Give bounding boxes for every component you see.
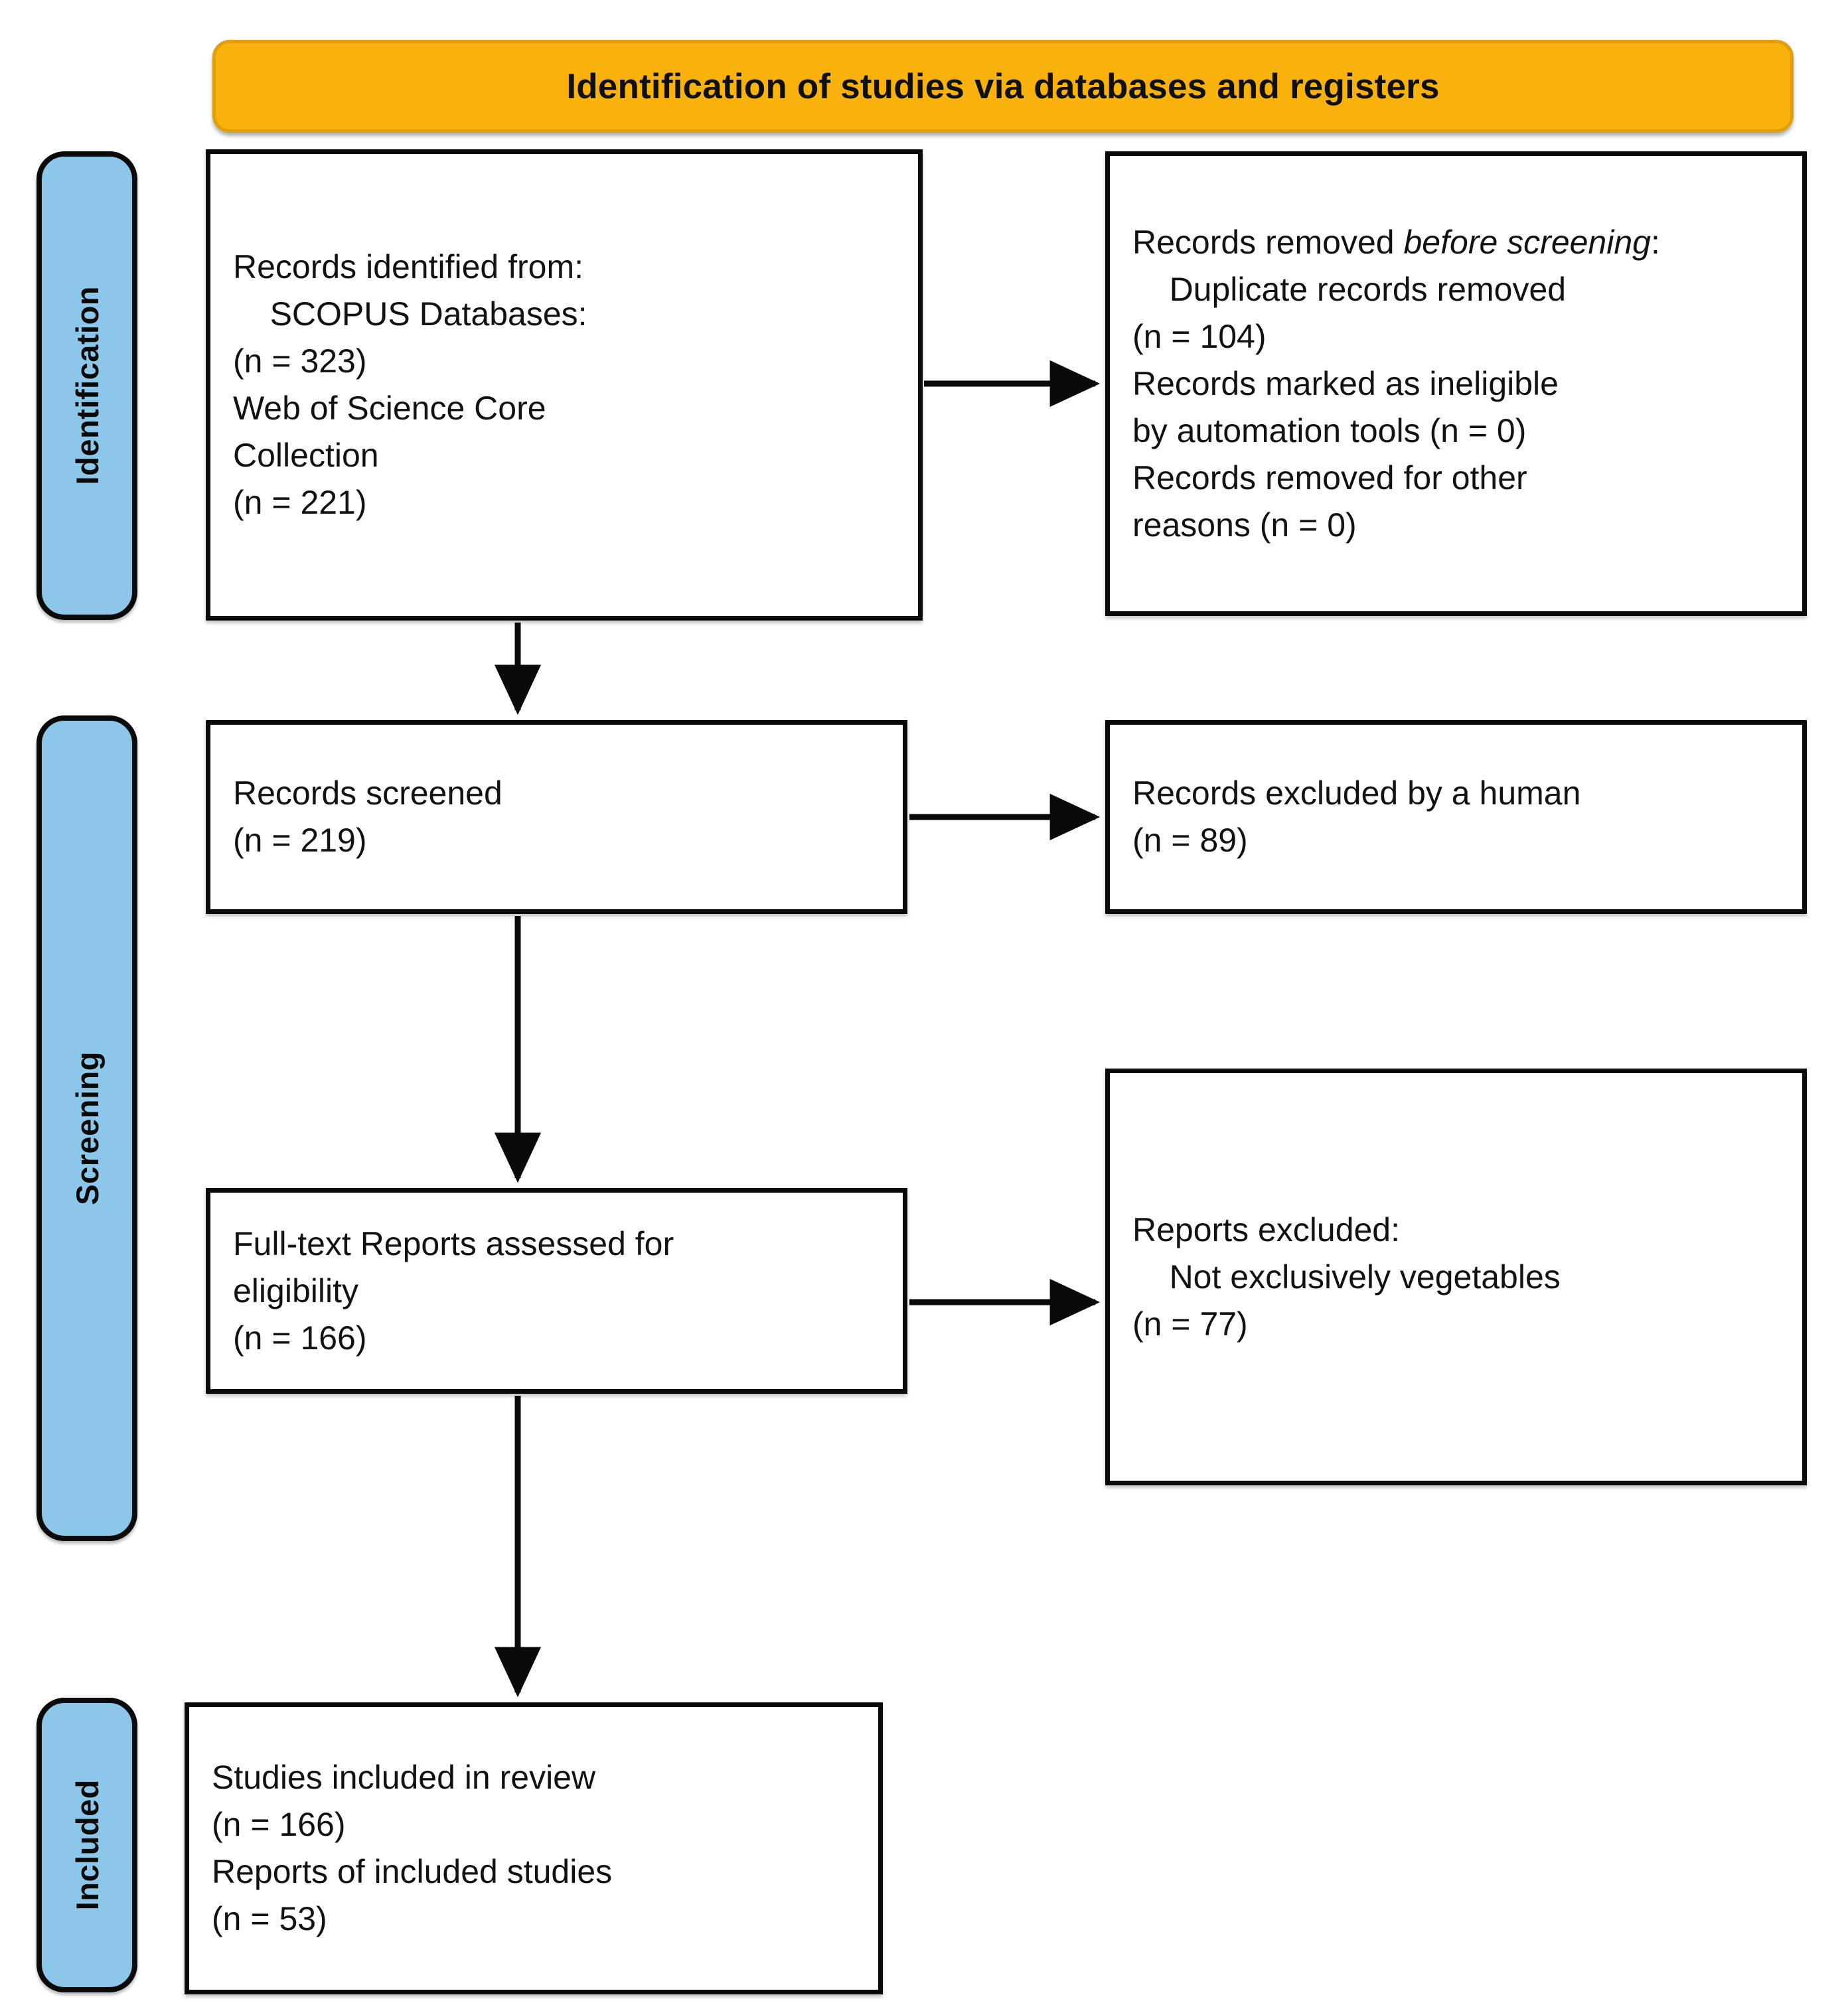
stage-pill-included: Included [37, 1698, 137, 1992]
box-reports-excluded: Reports excluded: Not exclusively vegeta… [1105, 1069, 1807, 1485]
stage-pill-identification: Identification [37, 151, 137, 620]
box-records-identified: Records identified from: SCOPUS Database… [206, 149, 923, 621]
stage-label-screening: Screening [69, 1051, 105, 1205]
box-studies-included: Studies included in review (n = 166) Rep… [185, 1702, 883, 1994]
stage-label-included: Included [69, 1779, 105, 1911]
box-records-excluded-text: Records excluded by a human (n = 89) [1132, 775, 1581, 859]
records-removed-heading-italic: before screening [1403, 223, 1651, 261]
box-fulltext-reports-assessed: Full-text Reports assessed for eligibili… [206, 1188, 907, 1394]
box-records-removed-text: Records removed before screening: Duplic… [1132, 219, 1780, 549]
stage-label-identification: Identification [69, 286, 105, 485]
records-removed-heading-suffix: : [1650, 223, 1660, 261]
box-records-removed-before-screening: Records removed before screening: Duplic… [1105, 151, 1807, 616]
box-records-identified-text: Records identified from: SCOPUS Database… [233, 248, 587, 521]
page-title: Identification of studies via databases … [566, 66, 1440, 106]
box-fulltext-reports-text: Full-text Reports assessed for eligibili… [233, 1225, 674, 1357]
box-records-screened: Records screened (n = 219) [206, 720, 907, 914]
box-reports-excluded-text: Reports excluded: Not exclusively vegeta… [1132, 1211, 1561, 1343]
box-studies-included-text: Studies included in review (n = 166) Rep… [212, 1759, 613, 1937]
box-records-screened-text: Records screened (n = 219) [233, 775, 502, 859]
box-records-excluded-by-human: Records excluded by a human (n = 89) [1105, 720, 1807, 914]
records-removed-body: Duplicate records removed (n = 104) Reco… [1132, 270, 1567, 544]
stage-pill-screening: Screening [37, 715, 137, 1541]
records-removed-heading-plain: Records removed [1132, 223, 1404, 261]
diagram-title-banner: Identification of studies via databases … [212, 40, 1794, 133]
